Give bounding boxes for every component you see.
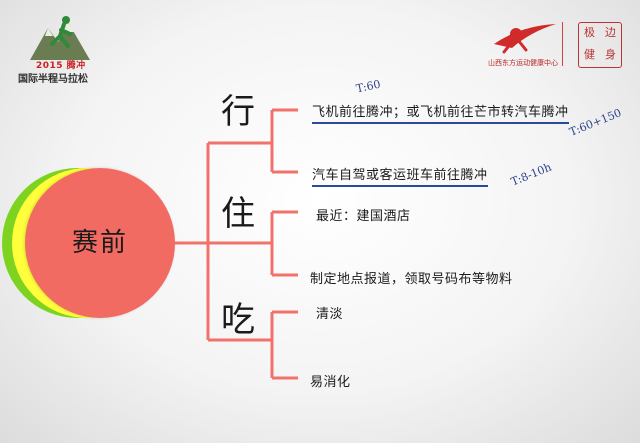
center-label: 赛前 [71,228,128,258]
eat-item-2: 易消化 [310,375,351,390]
stay-item-1: 最近：建国酒店 [316,209,411,224]
travel-item-1: 飞机前往腾冲；或飞机前往芒市转汽车腾冲 [312,101,569,124]
runner-mountain-icon [30,16,90,60]
org-name: 山西东方运动健康中心 [488,59,558,67]
swoosh-runner-icon [494,24,556,54]
category-travel: 行 [221,92,255,132]
event-name: 国际半程马拉松 [18,74,88,85]
category-stay: 住 [221,194,255,234]
stamp-char: 健 [584,48,595,61]
stay-item-2: 制定地点报道，领取号码布等物料 [310,272,513,287]
circle-front-red [25,168,175,318]
eat-item-1: 清淡 [316,307,344,322]
travel-item-2: 汽车自驾或客运班车前往腾冲 [312,164,488,187]
travel-option-flight-mangshi: 或飞机前往芒市转汽车腾冲 [406,105,569,124]
org-logo: 山西东方运动健康中心 极 边 健 身 [488,20,633,70]
travel-option-flight-tengchong: 飞机前往腾冲； [312,105,407,124]
category-eat: 吃 [221,300,255,340]
logo-divider [562,22,563,66]
event-year: 2015 腾冲 [36,61,86,71]
institute-stamp: 极 边 健 身 [578,22,622,68]
travel-option-drive: 汽车自驾或客运班车前往腾冲 [312,168,488,187]
stamp-char: 边 [605,26,616,39]
event-logo: 2015 腾冲 国际半程马拉松 [12,14,122,85]
stamp-char: 极 [584,26,595,39]
stamp-char: 身 [605,48,616,61]
